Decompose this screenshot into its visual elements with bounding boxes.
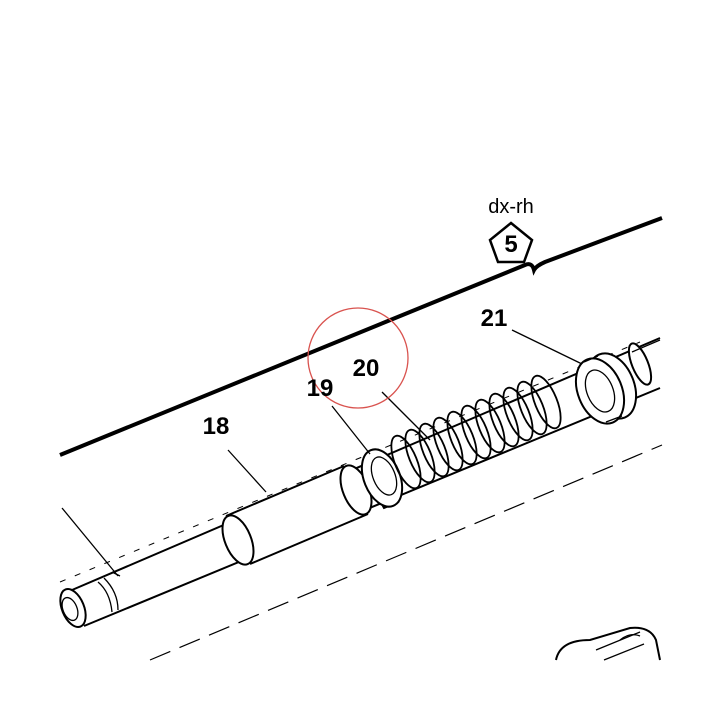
side-label: dx-rh: [488, 196, 534, 218]
pentagon-icon: [488, 221, 534, 264]
step-number: 5: [504, 231, 517, 258]
construction-lines: [59, 341, 663, 661]
callout-21: 21: [481, 305, 508, 332]
highlight-circle: [307, 307, 409, 409]
leader-lines: [61, 329, 583, 577]
part-21-collar: [574, 352, 638, 425]
part-20-spring: [390, 374, 562, 490]
callout-18: 18: [203, 413, 230, 440]
adjacent-component-partial: [555, 626, 661, 661]
section-divider-line: [59, 216, 663, 457]
callout-20: 20: [353, 355, 380, 382]
orientation-badge: 5 dx-rh: [488, 196, 534, 264]
callout-19: 19: [307, 375, 334, 402]
